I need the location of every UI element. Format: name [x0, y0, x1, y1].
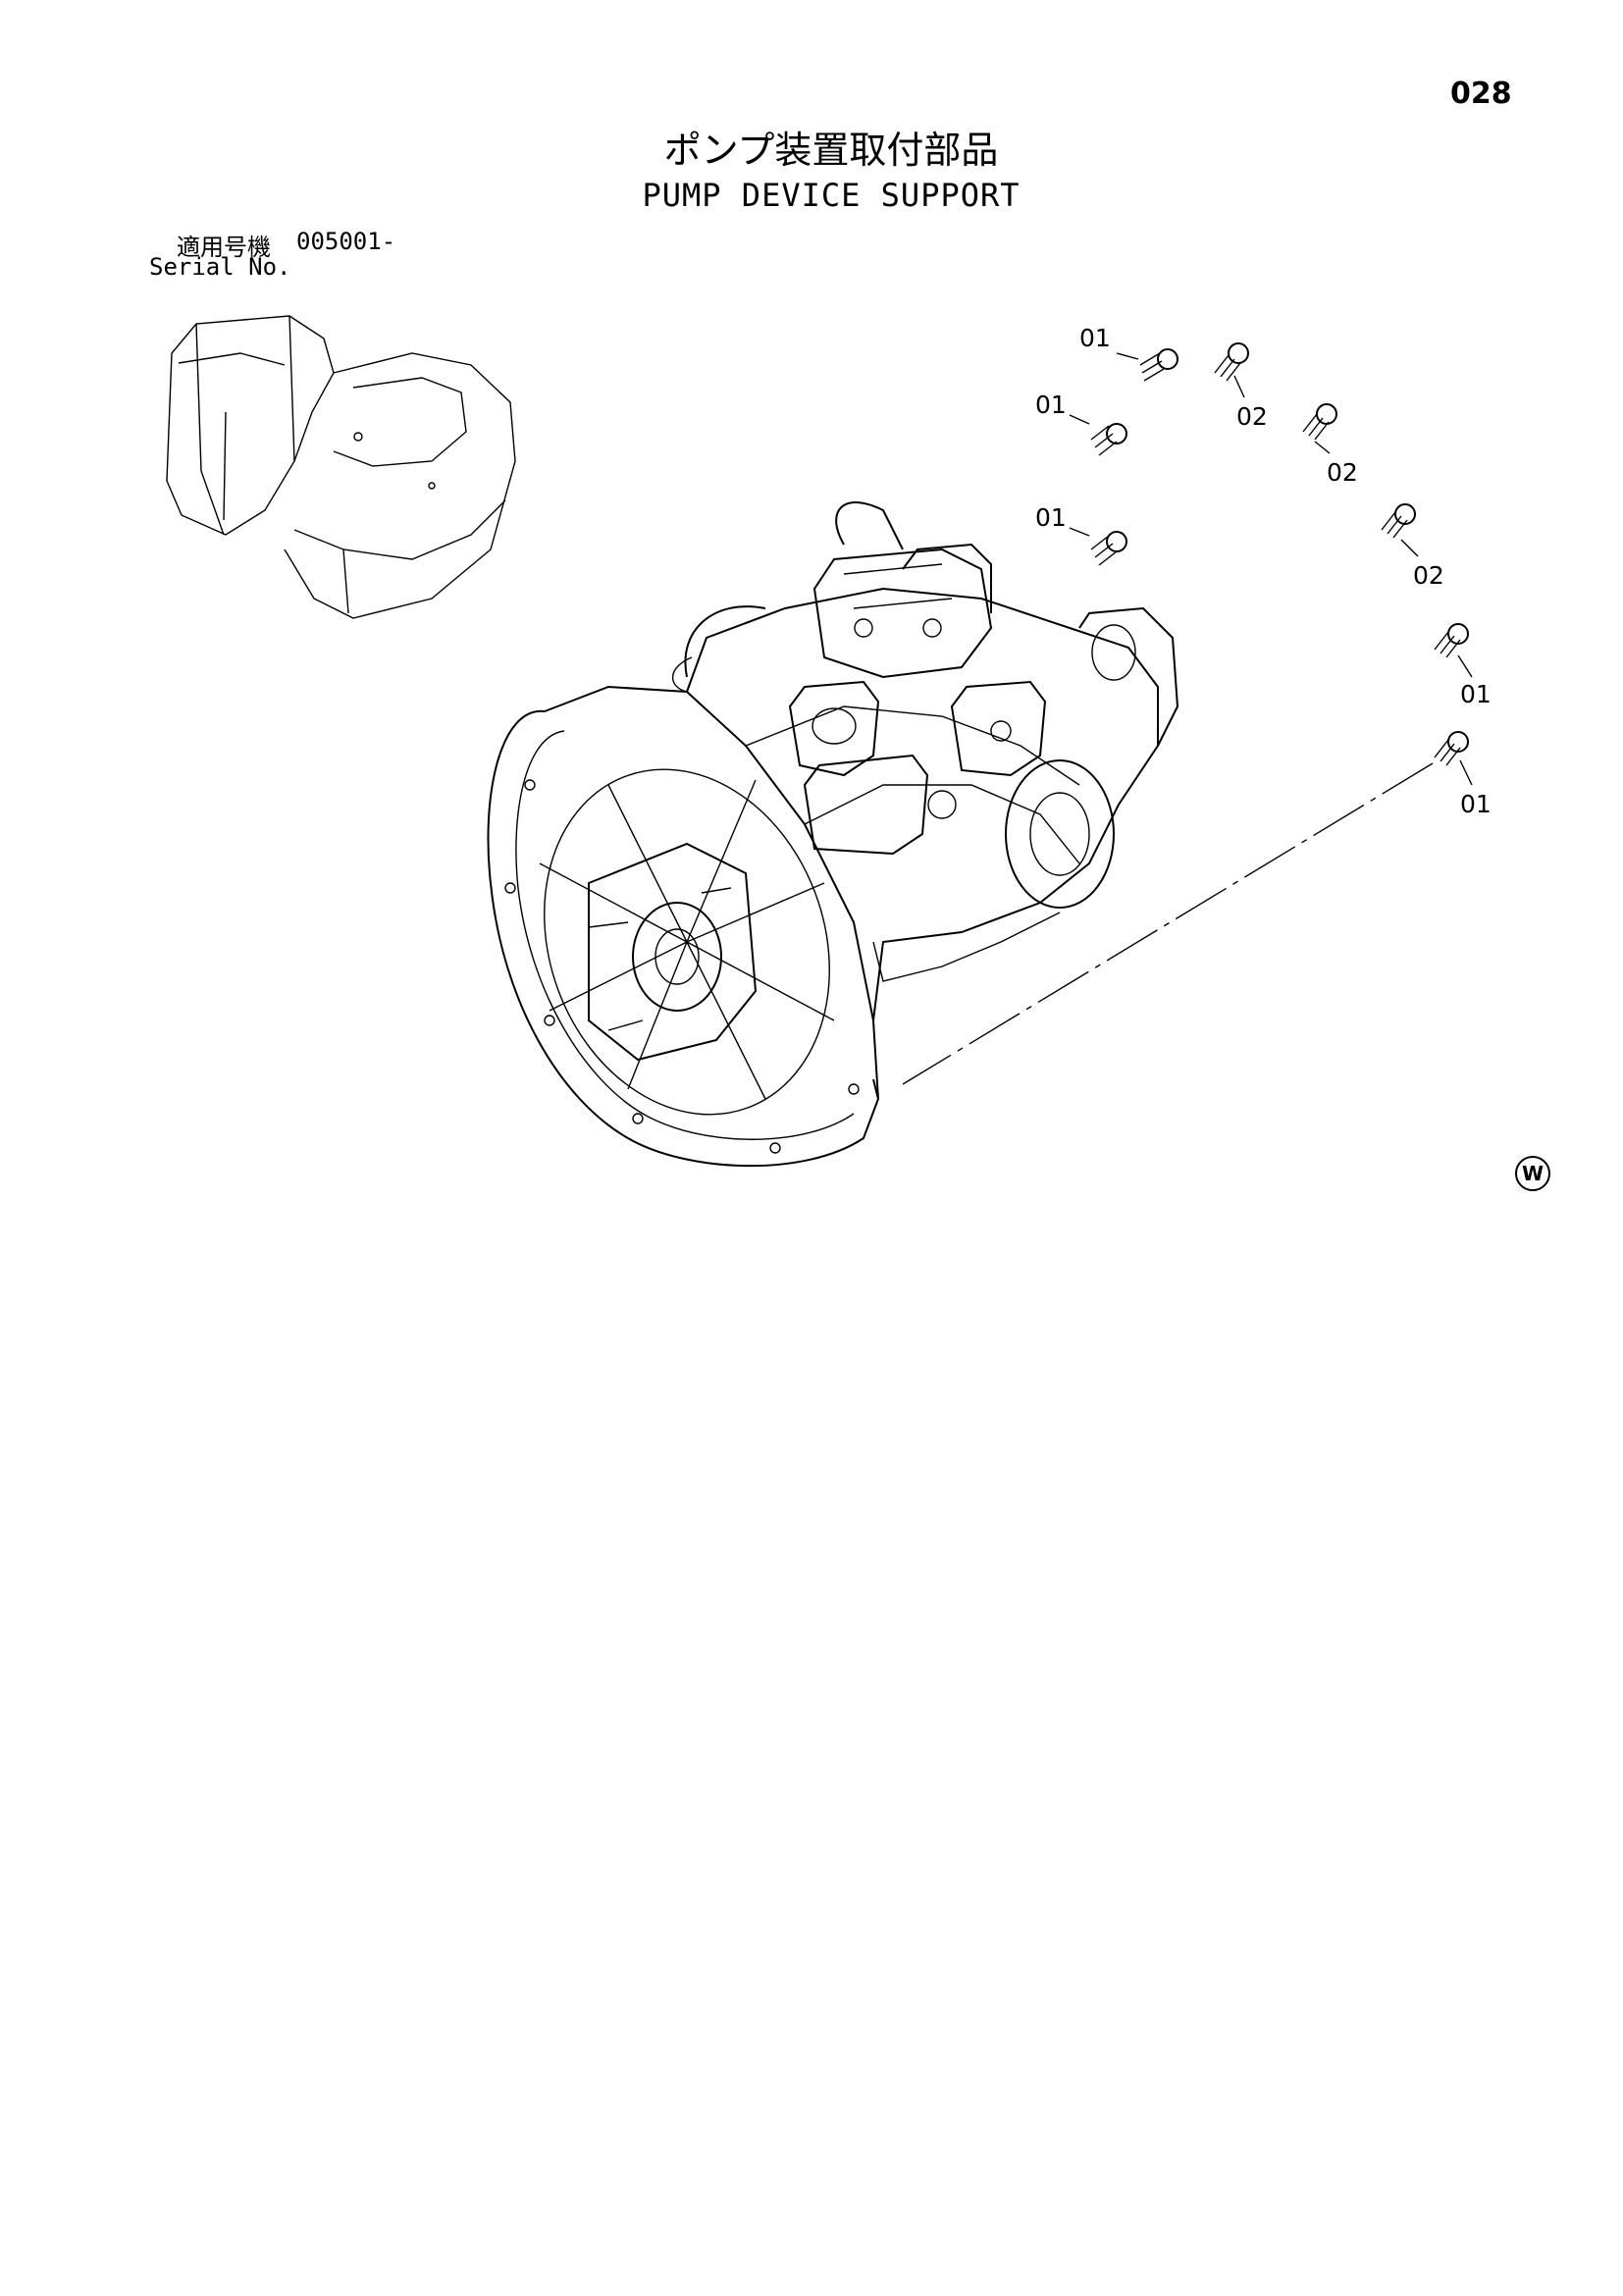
- serial-label-japanese: 適用号機: [177, 234, 271, 261]
- bolt-icon: [1434, 623, 1469, 658]
- excavator-locator-icon: [166, 315, 516, 619]
- callout-label: 01: [1079, 324, 1111, 352]
- callout-leaders: [902, 352, 1473, 1085]
- page-number: 028: [1450, 77, 1512, 111]
- page-title-english: PUMP DEVICE SUPPORT: [642, 177, 1021, 214]
- bolt-icon: [1090, 423, 1127, 456]
- callout-label: 01: [1035, 503, 1067, 532]
- w-mark-icon: W: [1515, 1156, 1550, 1191]
- callout-label: 02: [1413, 561, 1444, 590]
- bolt-icon: [1139, 348, 1178, 382]
- serial-number-value: 005001-: [296, 228, 396, 255]
- serial-label-english: Serial No.: [149, 253, 291, 281]
- callout-label: 02: [1236, 402, 1268, 431]
- pump-assembly-drawing: [487, 501, 1179, 1168]
- bolt-icon: [1434, 731, 1469, 766]
- page-title-japanese: ポンプ装置取付部品: [663, 129, 999, 172]
- bolt-icon: [1214, 342, 1249, 382]
- callout-label: 02: [1327, 458, 1358, 487]
- bolt-icon: [1090, 531, 1127, 566]
- callout-label: 01: [1035, 391, 1067, 419]
- callout-label: 01: [1460, 790, 1492, 818]
- bolt-icon: [1302, 403, 1337, 441]
- callout-label: 01: [1460, 680, 1492, 708]
- bolt-icon: [1381, 503, 1416, 539]
